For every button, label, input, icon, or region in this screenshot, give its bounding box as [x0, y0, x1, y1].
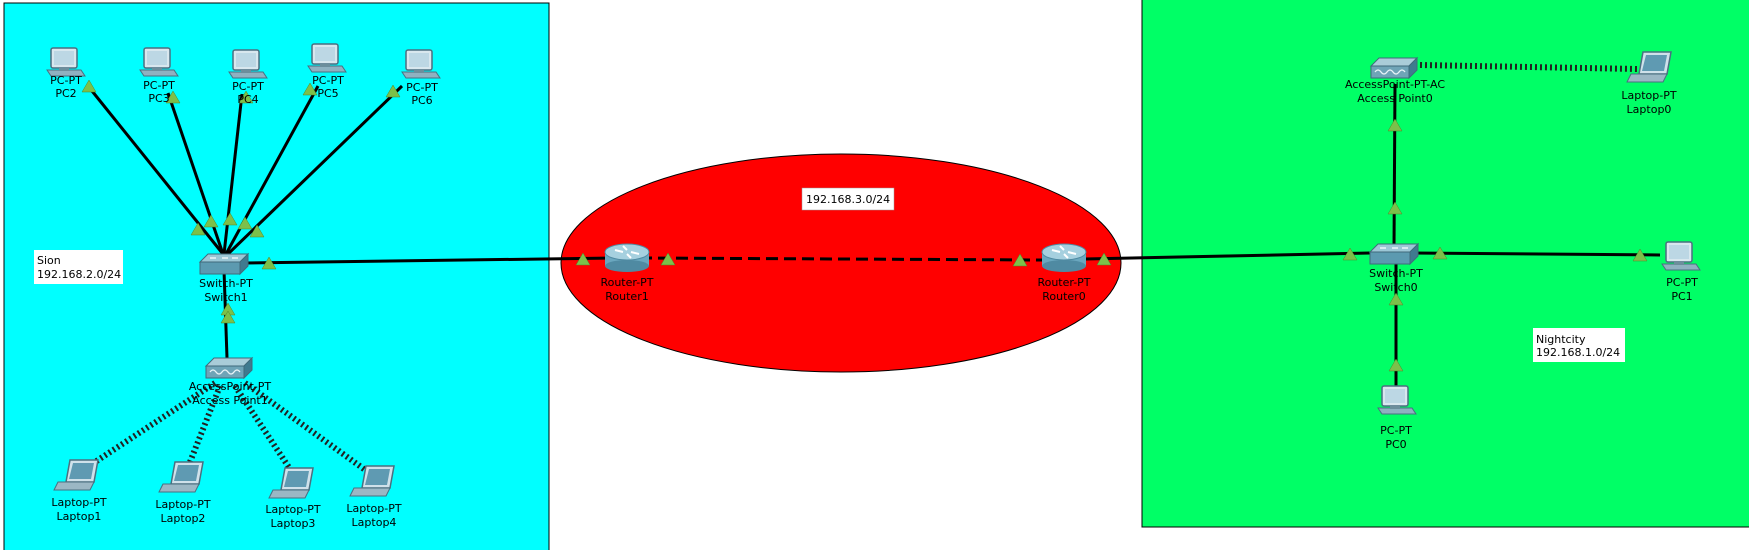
wan-area [560, 153, 1122, 373]
device-router1[interactable]: Router-PT Router1 [600, 243, 654, 303]
device-access-point1[interactable]: AccessPoint-PT Access Point1 [189, 357, 272, 407]
link-router0-switch0 [1084, 251, 1371, 261]
access-point-icon [205, 357, 253, 379]
device-pc1[interactable]: PC-PT PC1 [1661, 241, 1701, 303]
device-laptop2[interactable]: Laptop-PT Laptop2 [155, 461, 211, 525]
device-pc4[interactable]: PC-PT PC4 [228, 49, 268, 106]
wan-label: 192.168.3.0/24 [801, 187, 895, 211]
device-switch1[interactable]: Switch-PT Switch1 [199, 253, 253, 304]
device-pc2[interactable]: PC-PT PC2 [46, 47, 86, 100]
svg-text:PC6: PC6 [411, 94, 432, 107]
svg-text:Access Point0: Access Point0 [1357, 92, 1432, 105]
switch-icon [199, 253, 249, 275]
svg-text:Laptop-PT: Laptop-PT [1621, 89, 1676, 102]
link-pc2-switch1 [86, 85, 225, 255]
svg-text:Access Point1: Access Point1 [192, 394, 267, 407]
svg-text:PC0: PC0 [1385, 438, 1406, 451]
link-switch0-pc1 [1411, 251, 1661, 257]
svg-text:PC2: PC2 [55, 87, 76, 100]
router-icon [604, 243, 650, 273]
link-switch0-ap0 [1392, 83, 1397, 250]
svg-text:Switch1: Switch1 [204, 291, 247, 304]
svg-text:Laptop-PT: Laptop-PT [346, 502, 401, 515]
svg-text:192.168.3.0/24: 192.168.3.0/24 [806, 193, 890, 206]
svg-text:PC-PT: PC-PT [50, 74, 82, 87]
svg-text:PC4: PC4 [237, 93, 258, 106]
link-router1-router0 [639, 256, 1043, 262]
svg-text:192.168.2.0/24: 192.168.2.0/24 [37, 268, 121, 281]
wireless-ap1-laptop4 [243, 380, 370, 475]
wireless-ap0-laptop0 [1419, 62, 1639, 72]
svg-text:Laptop3: Laptop3 [271, 517, 316, 530]
svg-text:Laptop2: Laptop2 [161, 512, 206, 525]
svg-text:Router0: Router0 [1042, 290, 1085, 303]
wireless-ap1-laptop1 [93, 380, 217, 465]
device-access-point0[interactable]: AccessPoint-PT-AC Access Point0 [1345, 57, 1445, 105]
wireless-ap1-laptop3 [232, 384, 295, 474]
svg-text:Switch-PT: Switch-PT [1369, 267, 1423, 280]
router-icon [1041, 243, 1087, 273]
svg-text:Sion: Sion [37, 254, 61, 267]
svg-text:Laptop0: Laptop0 [1627, 103, 1672, 116]
link-switch1-router1 [245, 256, 616, 265]
link-pc4-switch1 [222, 93, 244, 255]
svg-text:192.168.1.0/24: 192.168.1.0/24 [1536, 346, 1620, 359]
svg-text:Switch0: Switch0 [1374, 281, 1417, 294]
access-point-icon [1370, 57, 1418, 79]
svg-text:Laptop1: Laptop1 [57, 510, 102, 523]
device-laptop4[interactable]: Laptop-PT Laptop4 [346, 465, 402, 529]
svg-text:Switch-PT: Switch-PT [199, 277, 253, 290]
svg-text:AccessPoint-PT: AccessPoint-PT [189, 380, 272, 393]
device-router0[interactable]: Router-PT Router0 [1037, 243, 1091, 303]
svg-text:PC-PT: PC-PT [143, 79, 175, 92]
svg-text:Router1: Router1 [605, 290, 648, 303]
svg-text:Laptop-PT: Laptop-PT [51, 496, 106, 509]
device-pc6[interactable]: PC-PT PC6 [401, 49, 441, 107]
svg-text:AccessPoint-PT-AC: AccessPoint-PT-AC [1345, 78, 1445, 91]
wireless-ap1-laptop2 [187, 384, 223, 464]
svg-text:Laptop-PT: Laptop-PT [155, 498, 210, 511]
svg-text:PC3: PC3 [148, 92, 169, 105]
svg-text:PC5: PC5 [317, 87, 338, 100]
svg-text:Laptop-PT: Laptop-PT [265, 503, 320, 516]
device-laptop0[interactable]: Laptop-PT Laptop0 [1621, 51, 1677, 116]
svg-text:Router-PT: Router-PT [1037, 276, 1090, 289]
device-pc5[interactable]: PC-PT PC5 [307, 43, 347, 100]
svg-text:Nightcity: Nightcity [1536, 333, 1586, 346]
svg-text:PC-PT: PC-PT [1666, 276, 1698, 289]
device-pc3[interactable]: PC-PT PC3 [139, 47, 179, 105]
device-laptop1[interactable]: Laptop-PT Laptop1 [51, 459, 107, 523]
svg-text:PC1: PC1 [1671, 290, 1692, 303]
svg-text:Router-PT: Router-PT [600, 276, 653, 289]
svg-text:PC-PT: PC-PT [232, 80, 264, 93]
svg-text:Laptop4: Laptop4 [352, 516, 397, 529]
device-pc0[interactable]: PC-PT PC0 [1377, 385, 1417, 451]
device-laptop3[interactable]: Laptop-PT Laptop3 [265, 467, 321, 530]
sion-label: Sion 192.168.2.0/24 [34, 250, 123, 284]
switch-icon [1369, 243, 1419, 265]
svg-text:PC-PT: PC-PT [312, 74, 344, 87]
svg-text:PC-PT: PC-PT [1380, 424, 1412, 437]
nightcity-label: Nightcity 192.168.1.0/24 [1533, 328, 1625, 362]
nightcity-area [1141, 0, 1749, 528]
device-switch0[interactable]: Switch-PT Switch0 [1369, 243, 1423, 294]
svg-text:PC-PT: PC-PT [406, 81, 438, 94]
